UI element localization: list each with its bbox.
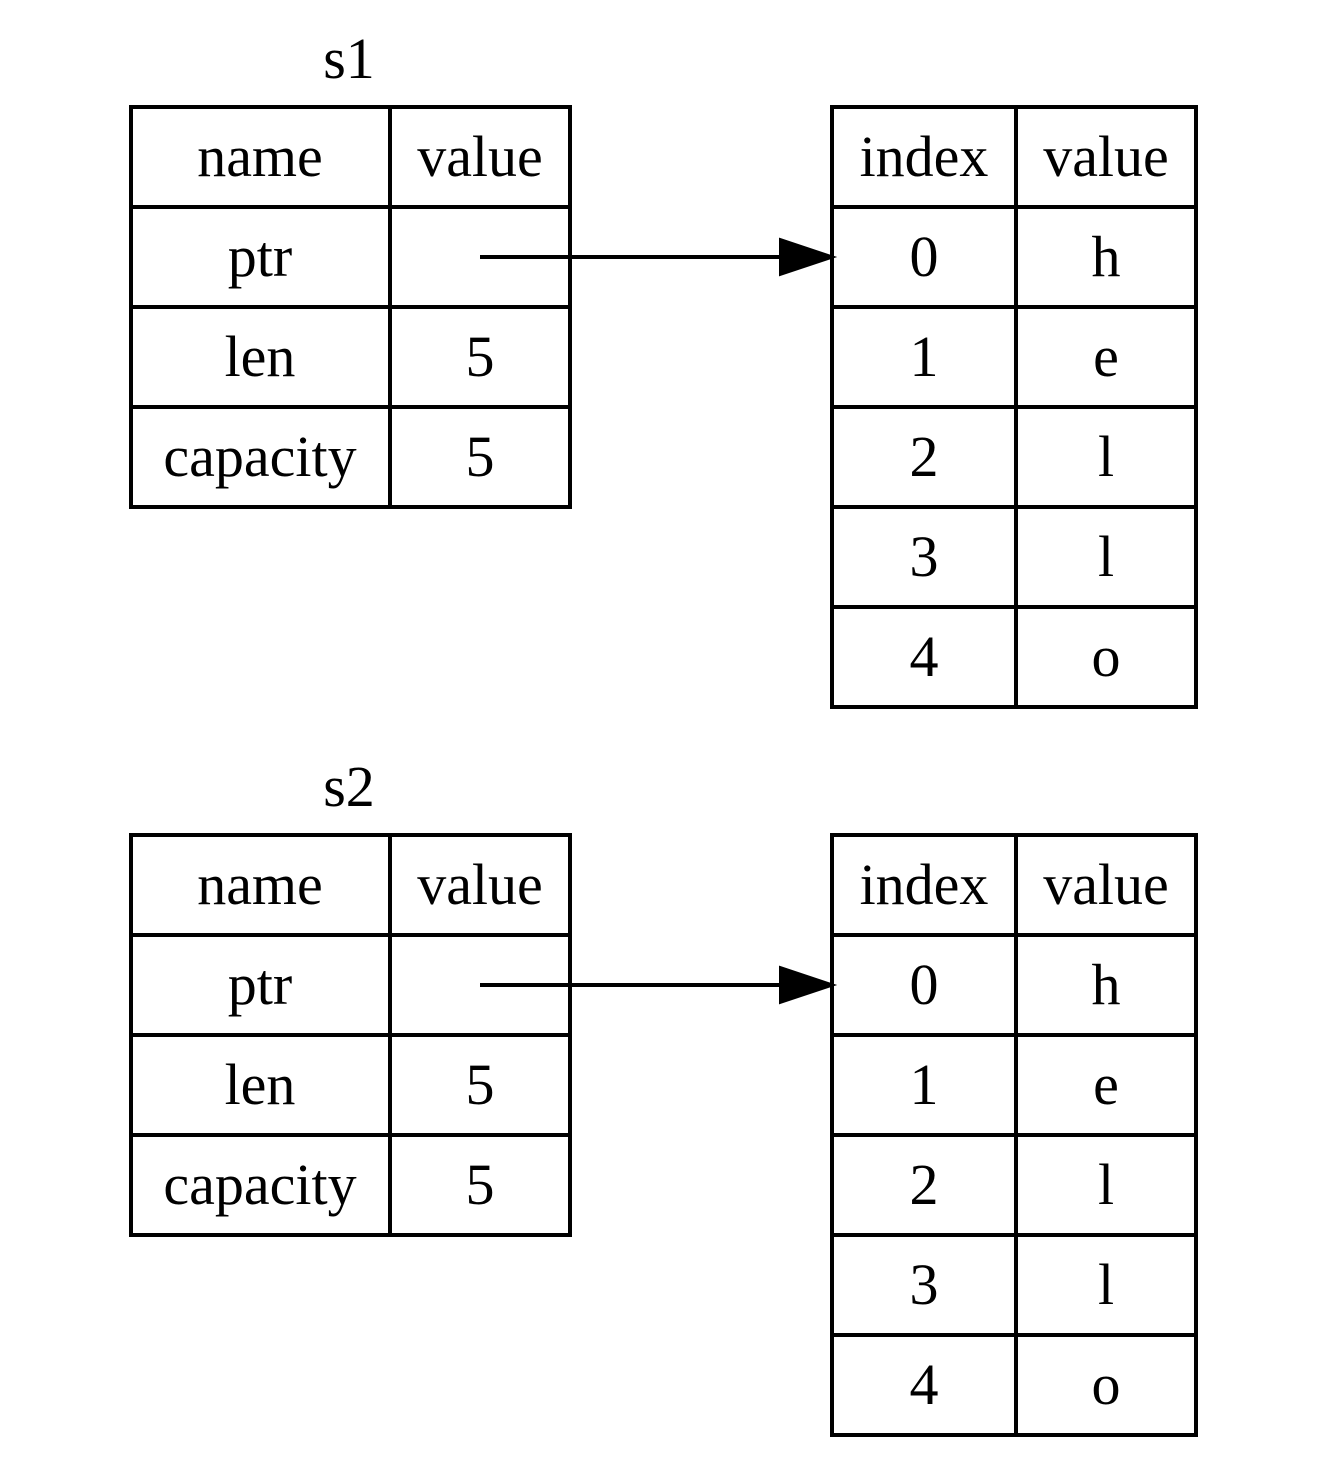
heap-value: l [1098, 1252, 1114, 1317]
struct-title: s1 [323, 26, 375, 91]
group-s1: s1 name value ptr len 5 capacity 5 [129, 26, 1198, 709]
header-value: value [417, 124, 543, 189]
field-value-len: 5 [466, 324, 495, 389]
heap-value: h [1092, 952, 1121, 1017]
header-name: name [197, 852, 323, 917]
heap-index: 0 [910, 952, 939, 1017]
heap-index: 1 [910, 1052, 939, 1117]
stack-struct-table: name value ptr len 5 capacity 5 [129, 105, 572, 509]
heap-value: e [1093, 324, 1119, 389]
heap-table: index value 0 h 1 e 2 l 3 l 4 o [830, 833, 1198, 1437]
heap-index: 1 [910, 324, 939, 389]
field-name-capacity: capacity [163, 424, 356, 489]
header-index: index [860, 124, 989, 189]
heap-value: o [1092, 624, 1121, 689]
field-value-capacity: 5 [466, 1152, 495, 1217]
heap-index: 4 [910, 1352, 939, 1417]
struct-title: s2 [323, 754, 375, 819]
field-name-len: len [225, 1052, 296, 1117]
field-name-capacity: capacity [163, 1152, 356, 1217]
heap-value: l [1098, 424, 1114, 489]
heap-index: 4 [910, 624, 939, 689]
stack-struct-table: name value ptr len 5 capacity 5 [129, 833, 572, 1237]
header-index: index [860, 852, 989, 917]
field-value-capacity: 5 [466, 424, 495, 489]
heap-value: l [1098, 1152, 1114, 1217]
header-value: value [417, 852, 543, 917]
header-value: value [1043, 124, 1169, 189]
heap-value: l [1098, 524, 1114, 589]
field-name-ptr: ptr [228, 952, 292, 1017]
heap-value: e [1093, 1052, 1119, 1117]
heap-value: h [1092, 224, 1121, 289]
heap-table: index value 0 h 1 e 2 l 3 l 4 o [830, 105, 1198, 709]
heap-value: o [1092, 1352, 1121, 1417]
heap-index: 0 [910, 224, 939, 289]
heap-index: 2 [910, 1152, 939, 1217]
header-value: value [1043, 852, 1169, 917]
pointer-arrow [480, 237, 838, 277]
heap-index: 3 [910, 524, 939, 589]
heap-index: 2 [910, 424, 939, 489]
header-name: name [197, 124, 323, 189]
arrowhead-icon [779, 965, 838, 1005]
group-s2: s2 name value ptr len 5 capacity 5 [129, 754, 1198, 1437]
pointer-arrow [480, 965, 838, 1005]
field-value-len: 5 [466, 1052, 495, 1117]
field-name-ptr: ptr [228, 224, 292, 289]
arrowhead-icon [779, 237, 838, 277]
heap-index: 3 [910, 1252, 939, 1317]
field-name-len: len [225, 324, 296, 389]
